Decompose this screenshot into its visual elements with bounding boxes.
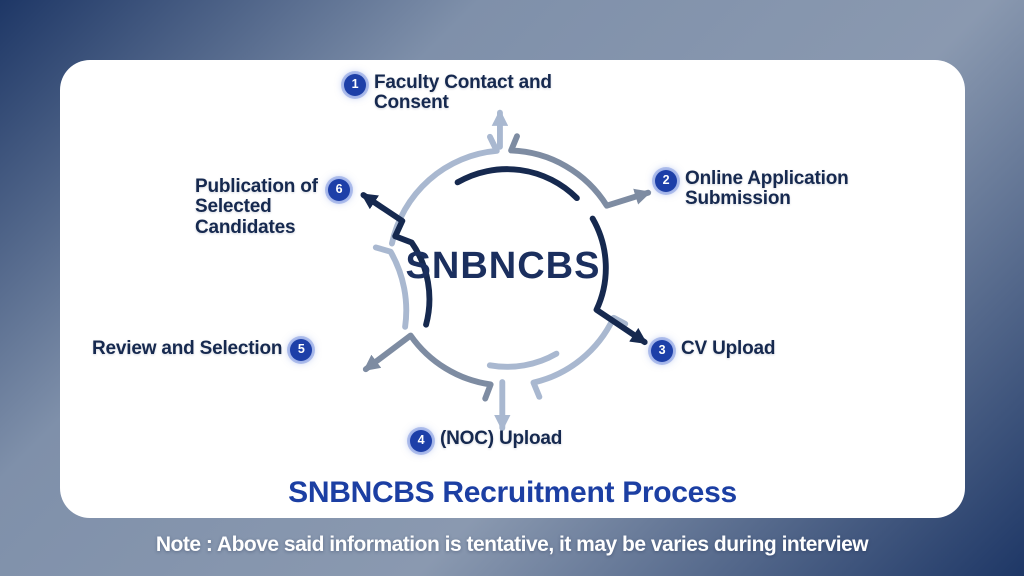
step-online-application: 2 Online Application Submission xyxy=(655,168,849,210)
step-3-label: CV Upload xyxy=(681,338,776,359)
step-faculty-contact: 1 Faculty Contact and Consent xyxy=(344,72,552,114)
step-review-selection: Review and Selection 5 xyxy=(92,338,313,361)
step-1-badge: 1 xyxy=(344,74,366,96)
step-6-line2: Selected xyxy=(195,196,272,218)
step-2-label: Online Application Submission xyxy=(685,168,849,210)
step-4-badge: 4 xyxy=(410,430,432,452)
step-noc-upload: 4 (NOC) Upload xyxy=(410,428,563,452)
step-6-badge: 6 xyxy=(328,179,350,201)
step-2-line1: Online Application xyxy=(685,168,849,189)
step-1-line2: Consent xyxy=(374,92,449,114)
step-publication: 6 Publication of Selected Candidates xyxy=(195,176,365,238)
step-cv-upload: 3 CV Upload xyxy=(651,338,776,362)
step-1-line1: Faculty Contact and xyxy=(374,72,552,93)
step-1-label: Faculty Contact and Consent xyxy=(374,72,552,114)
page-title: SNBNCBS Recruitment Process xyxy=(288,476,737,509)
step-2-line2: Submission xyxy=(685,188,791,210)
step-6-line3: Candidates xyxy=(195,216,296,238)
step-2-badge: 2 xyxy=(655,170,677,192)
step-6-line1: Publication of xyxy=(195,176,318,197)
step-3-badge: 3 xyxy=(651,340,673,362)
step-6-label: Publication of Selected Candidates xyxy=(195,176,318,238)
footer-note: Note : Above said information is tentati… xyxy=(155,533,869,556)
step-5-label: Review and Selection xyxy=(92,338,283,359)
step-5-badge: 5 xyxy=(290,339,313,361)
step-4-label: (NOC) Upload xyxy=(440,428,563,449)
center-org-label: SNBNCBS xyxy=(405,245,601,287)
